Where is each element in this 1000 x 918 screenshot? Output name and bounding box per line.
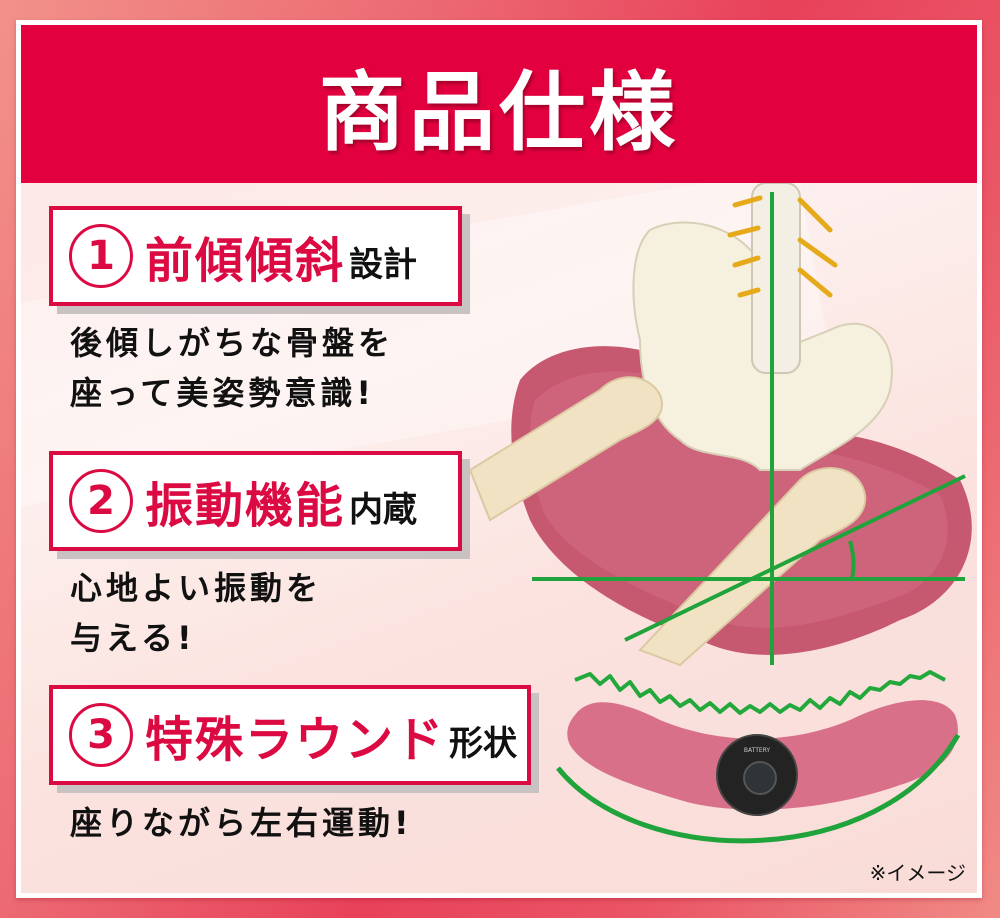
- feature-desc-3: 座りながら左右運動!: [70, 798, 413, 848]
- feature-desc-2: 心地よい振動を 与える!: [70, 563, 322, 663]
- rocking-arc: [556, 733, 961, 844]
- pelvis-skeleton-image: [470, 183, 893, 667]
- vibration-dial-icon: BATTERY: [716, 734, 798, 816]
- number-badge-1: 1: [69, 224, 133, 288]
- desc-line: 心地よい振動を: [70, 569, 323, 607]
- vibration-waves: [574, 670, 946, 715]
- desc-line: 後傾しがちな骨盤を: [70, 324, 395, 362]
- feature-suffix-1: 設計: [349, 244, 418, 285]
- feature-box-2: 2 振動機能 内蔵: [49, 451, 462, 551]
- page-title: 商品仕様: [319, 62, 679, 163]
- number-badge-3: 3: [69, 703, 133, 767]
- desc-line: 座りながら左右運動!: [70, 804, 413, 842]
- header-banner: 商品仕様: [21, 25, 977, 183]
- image-note: ※イメージ: [869, 861, 966, 885]
- feature-title-2: 振動機能: [145, 478, 346, 534]
- feature-box-1: 1 前傾傾斜 設計: [49, 206, 462, 306]
- feature-suffix-3: 形状: [449, 723, 518, 764]
- feature-desc-1: 後傾しがちな骨盤を 座って美姿勢意識!: [70, 318, 394, 418]
- feature-box-3: 3 特殊ラウンド 形状: [49, 685, 531, 785]
- svg-text:BATTERY: BATTERY: [744, 747, 771, 754]
- feature-title-3: 特殊ラウンド: [145, 712, 446, 768]
- product-illustration: BATTERY: [470, 183, 972, 844]
- feature-suffix-2: 内蔵: [349, 489, 418, 530]
- desc-line: 座って美姿勢意識!: [70, 374, 375, 412]
- posture-guide-lines: [532, 192, 966, 665]
- desc-line: 与える!: [70, 619, 196, 657]
- number-badge-2: 2: [69, 469, 133, 533]
- feature-title-1: 前傾傾斜: [145, 233, 346, 289]
